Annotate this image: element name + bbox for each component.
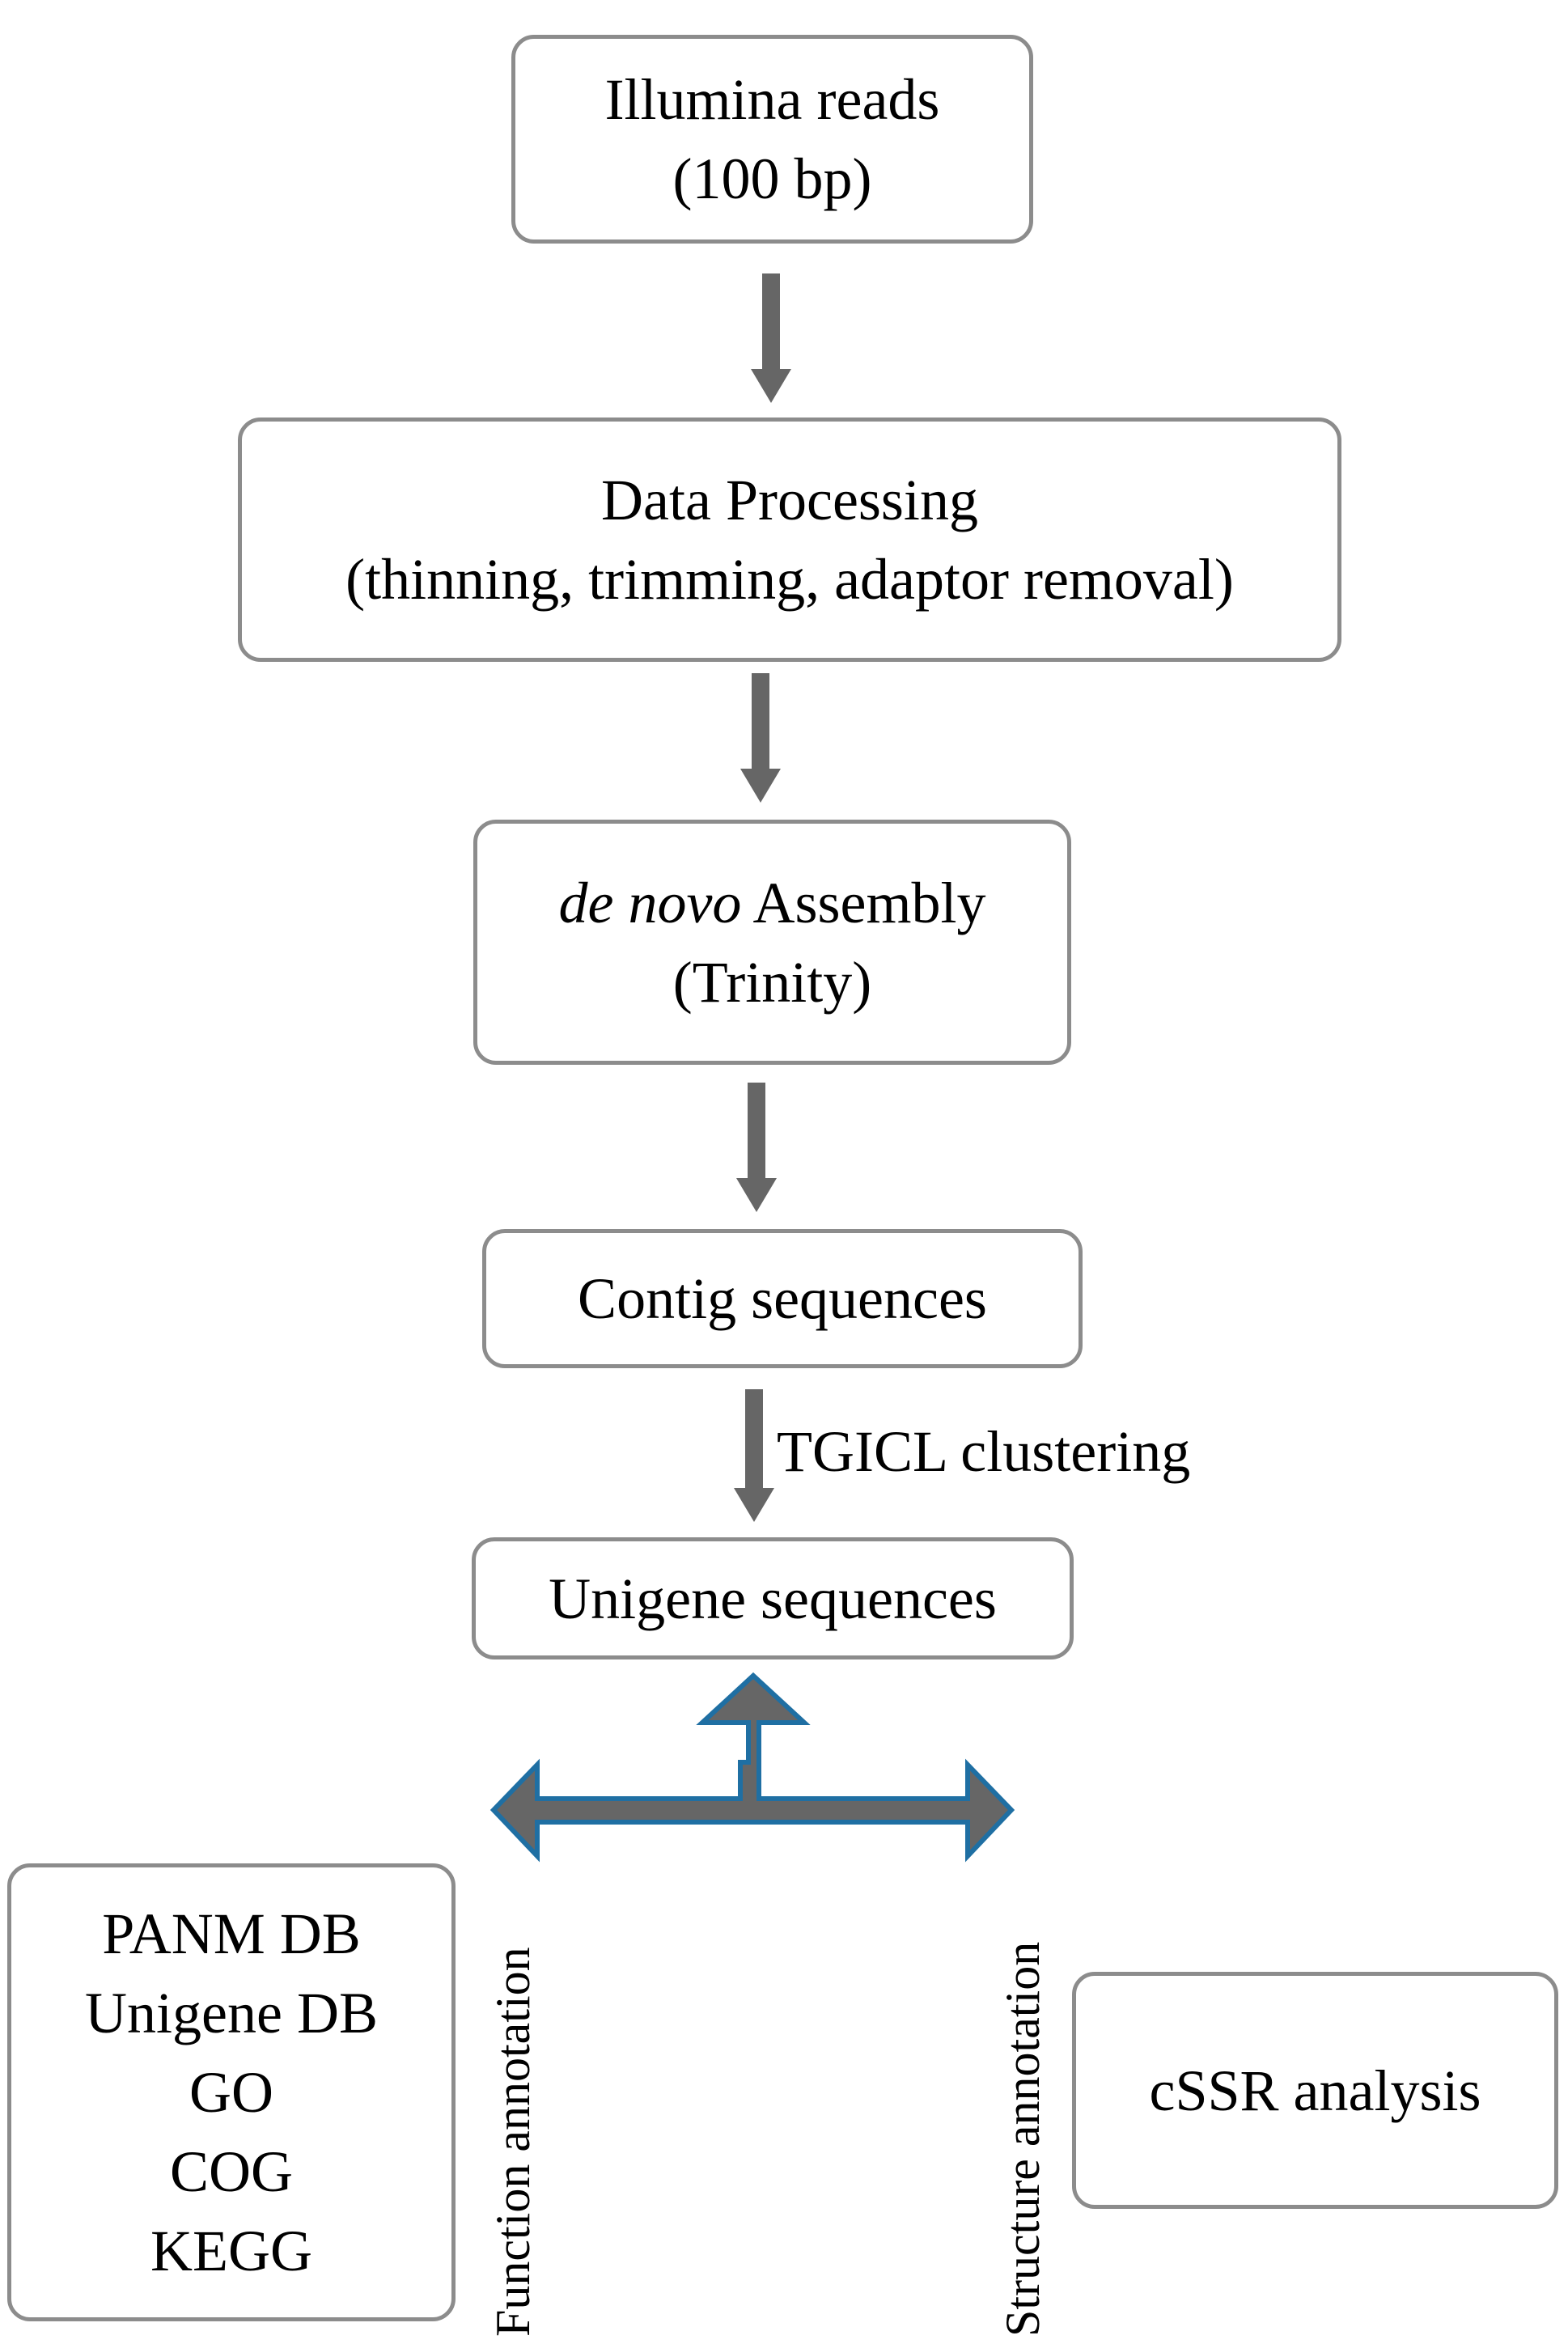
arrow-assembly-to-contig: [736, 1083, 777, 1212]
illumina-reads-length: (100 bp): [672, 146, 872, 211]
assembly-italic-text: de novo: [558, 870, 742, 935]
database-item: PANM DB: [102, 1901, 361, 1966]
contig-sequences-label: Contig sequences: [578, 1266, 987, 1331]
database-item: KEGG: [150, 2219, 312, 2283]
assembly-title-rest: Assembly: [741, 870, 986, 935]
unigene-sequences-box: Unigene sequences: [472, 1537, 1074, 1659]
arrow-reads-to-processing: [751, 273, 791, 403]
de-novo-assembly-box: de novo Assembly (Trinity): [473, 820, 1071, 1065]
data-processing-box: Data Processing (thinning, trimming, ada…: [238, 418, 1341, 662]
structure-annotation-label: Structure annotation: [996, 1941, 1049, 2337]
function-annotation-label: Function annotation: [486, 1947, 540, 2337]
database-item: GO: [189, 2060, 273, 2125]
annotation-connector-arrow: [489, 1672, 1015, 1863]
illumina-reads-title: Illumina reads: [604, 67, 940, 132]
assembly-tool: (Trinity): [672, 949, 872, 1015]
database-item: COG: [169, 2139, 293, 2204]
contig-sequences-box: Contig sequences: [482, 1229, 1083, 1368]
assembly-title: de novo Assembly: [559, 863, 986, 943]
arrow-processing-to-assembly: [740, 673, 781, 803]
cssr-analysis-box: cSSR analysis: [1072, 1972, 1558, 2209]
unigene-sequences-label: Unigene sequences: [549, 1566, 997, 1631]
tgicl-clustering-label: TGICL clustering: [777, 1419, 1191, 1484]
cssr-analysis-label: cSSR analysis: [1149, 2058, 1481, 2123]
database-item: Unigene DB: [85, 1981, 378, 2045]
data-processing-title: Data Processing: [601, 468, 978, 532]
data-processing-steps: (thinning, trimming, adaptor removal): [345, 547, 1234, 612]
illumina-reads-box: Illumina reads (100 bp): [511, 35, 1033, 244]
annotation-databases-box: PANM DB Unigene DB GO COG KEGG: [7, 1863, 456, 2321]
arrow-contig-to-unigene: [734, 1389, 774, 1522]
